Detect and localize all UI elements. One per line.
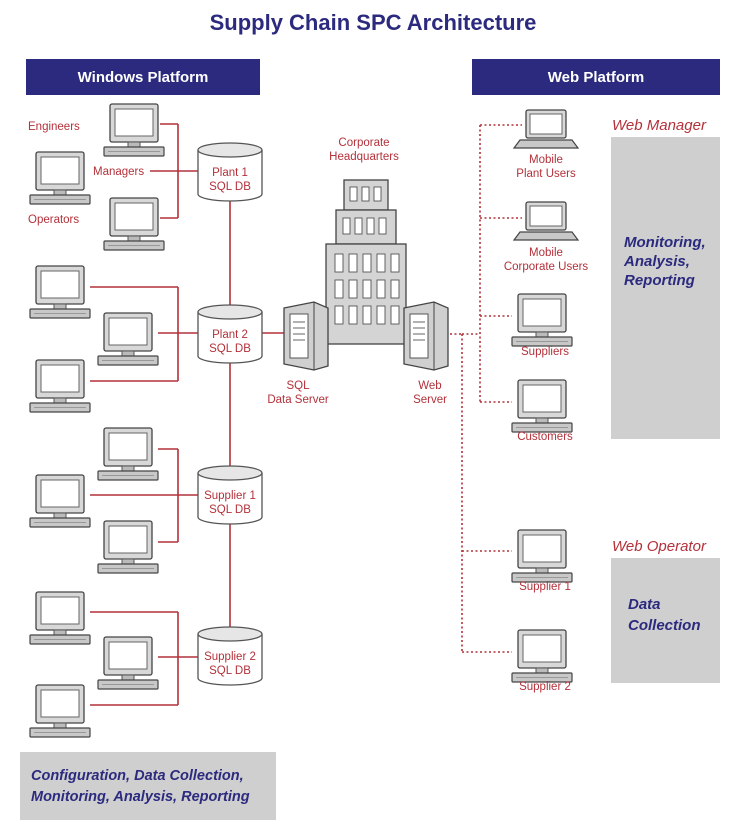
plant2-computer-icon: [97, 312, 159, 366]
supplier1-database: Supplier 1 SQL DB: [197, 465, 263, 525]
database-name: Plant 2: [212, 329, 248, 341]
plant2-computer-icon: [29, 359, 91, 413]
client-label: Supplier 1: [519, 581, 571, 593]
sql-server-label-line2: Data Server: [267, 394, 329, 406]
web-platform-header: [472, 59, 720, 95]
supplier2-computer-icon: [29, 684, 91, 738]
windows-platform-label: Windows Platform: [78, 69, 209, 86]
web-server-icon: [403, 301, 449, 371]
supplier2-computer-icon: [29, 591, 91, 645]
plant2-computer-icon: [29, 265, 91, 319]
web-platform-label: Web Platform: [548, 69, 644, 86]
web-network-lines: [450, 124, 522, 653]
mobile-plant-users-laptop-icon: [513, 109, 579, 149]
engineers-computer-icon: [103, 103, 165, 157]
hq-label-line1: Corporate: [338, 137, 389, 149]
windows-capabilities-line2: Monitoring, Analysis, Reporting: [31, 789, 250, 805]
supplier2-database: Supplier 2 SQL DB: [197, 626, 263, 686]
web-operator-box-line1: Data: [628, 596, 661, 613]
engineers-label: Engineers: [28, 121, 80, 133]
corporate-building-icon: [325, 179, 407, 345]
supplier1-computer-icon: [29, 474, 91, 528]
database-name: Supplier 2: [204, 651, 256, 663]
web-operator-box-line2: Collection: [628, 617, 701, 634]
database-type: SQL DB: [209, 665, 251, 677]
web-operator-box: [611, 558, 720, 683]
database-type: SQL DB: [209, 343, 251, 355]
sql-server-label-line1: SQL: [286, 380, 310, 392]
diagram-title: Supply Chain SPC Architecture: [210, 10, 537, 35]
supplier2-web-computer-icon: [511, 629, 573, 683]
web-manager-box: [611, 137, 720, 439]
mobile-corporate-users-laptop-icon: [513, 201, 579, 241]
client-label: Customers: [517, 431, 573, 443]
web-server-label-line1: Web: [418, 380, 441, 392]
hq-label-line2: Headquarters: [329, 151, 399, 163]
operators-label: Operators: [28, 214, 79, 226]
web-manager-label: Web Manager: [612, 117, 707, 134]
supplier1-computer-icon: [97, 520, 159, 574]
web-server-label-line2: Server: [413, 394, 447, 406]
database-type: SQL DB: [209, 181, 251, 193]
client-label: Plant Users: [516, 168, 576, 180]
windows-capabilities-line1: Configuration, Data Collection,: [31, 768, 244, 784]
client-label: Mobile: [529, 154, 563, 166]
plant2-database: Plant 2 SQL DB: [197, 304, 263, 364]
supplier1-computer-icon: [97, 427, 159, 481]
web-manager-box-line1: Monitoring,: [624, 234, 706, 251]
client-label: Suppliers: [521, 346, 569, 358]
operators-computer-icon: [103, 197, 165, 251]
supplier1-web-computer-icon: [511, 529, 573, 583]
client-label: Mobile: [529, 247, 563, 259]
database-name: Plant 1: [212, 167, 248, 179]
database-type: SQL DB: [209, 504, 251, 516]
web-manager-box-line2: Analysis,: [623, 253, 690, 270]
sql-server-icon: [283, 301, 329, 371]
windows-capabilities-box: [20, 752, 276, 820]
client-label: Corporate Users: [504, 261, 589, 273]
supplier2-computer-icon: [97, 636, 159, 690]
managers-label: Managers: [93, 166, 144, 178]
customers-computer-icon: [511, 379, 573, 433]
windows-platform-header: [26, 59, 260, 95]
database-name: Supplier 1: [204, 490, 256, 502]
plant1-database: Plant 1 SQL DB: [197, 142, 263, 202]
suppliers-computer-icon: [511, 293, 573, 347]
web-manager-box-line3: Reporting: [624, 272, 695, 289]
managers-computer-icon: [29, 151, 91, 205]
client-label: Supplier 2: [519, 681, 571, 693]
web-operator-label: Web Operator: [612, 538, 707, 555]
windows-network-lines: [90, 123, 284, 706]
